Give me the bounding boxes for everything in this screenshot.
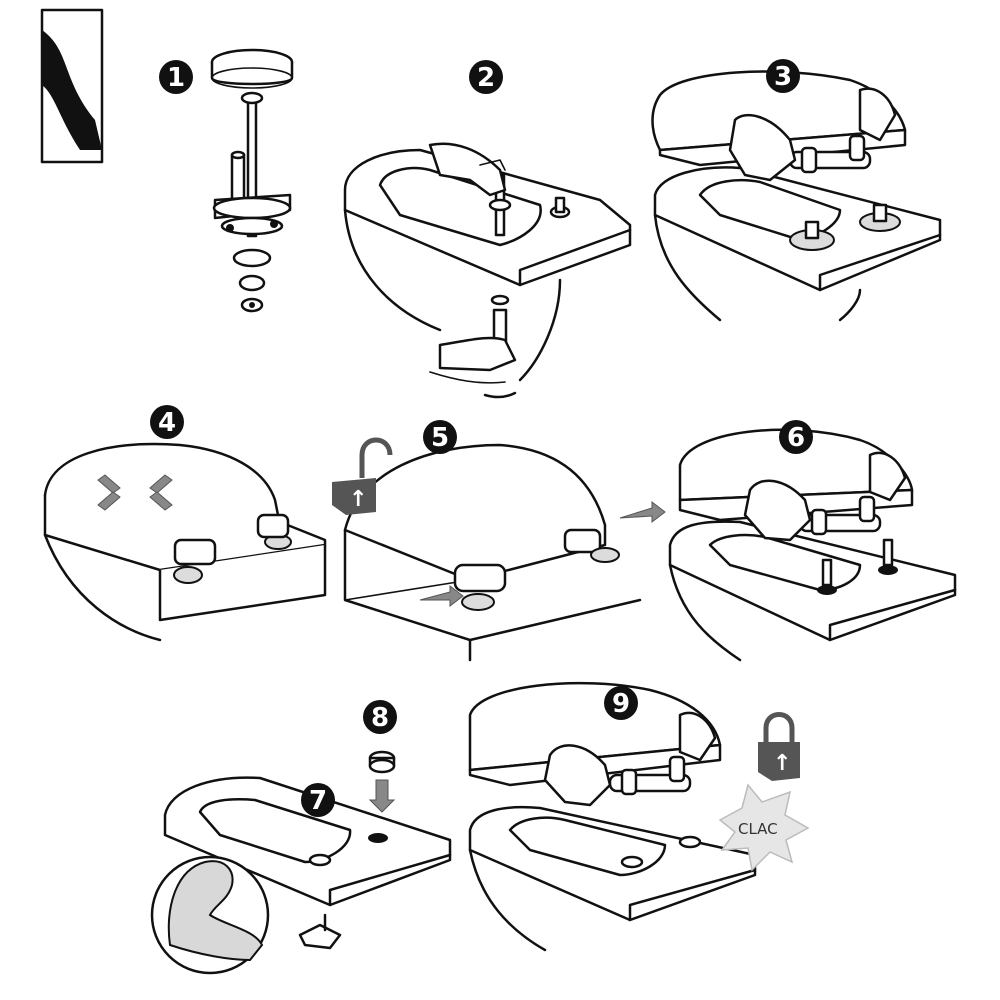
clac-label: CLAC bbox=[738, 820, 778, 838]
step-8-illustration bbox=[368, 750, 396, 813]
step-number: 6 bbox=[787, 423, 805, 453]
flexed-arm-icon bbox=[150, 855, 270, 975]
step-badge-6: 6 bbox=[779, 420, 813, 454]
step-number: 2 bbox=[477, 63, 495, 93]
padlock-closed-icon: ↑ bbox=[758, 712, 800, 781]
step-number: 8 bbox=[371, 703, 389, 733]
step-7-illustration bbox=[163, 776, 452, 950]
step-2-illustration bbox=[343, 142, 632, 399]
step-9-illustration bbox=[468, 681, 757, 952]
step-4-illustration bbox=[43, 442, 327, 642]
step-number: 1 bbox=[167, 63, 185, 93]
step-badge-9: 9 bbox=[604, 686, 638, 720]
step-badge-8: 8 bbox=[363, 700, 397, 734]
step-badge-3: 3 bbox=[766, 59, 800, 93]
padlock-open-icon: ↑ bbox=[332, 437, 393, 515]
padlock-open-label: ↑ bbox=[349, 487, 367, 512]
sound-burst: CLAC bbox=[718, 783, 810, 872]
step-number: 5 bbox=[431, 423, 449, 453]
padlock-closed-label: ↑ bbox=[773, 751, 791, 776]
step-badge-5: 5 bbox=[423, 420, 457, 454]
step-number: 9 bbox=[612, 689, 630, 719]
step-badge-1: 1 bbox=[159, 60, 193, 94]
step-5-illustration bbox=[343, 443, 666, 662]
step-3-illustration bbox=[651, 70, 942, 322]
corner-fragment bbox=[40, 8, 104, 164]
step-1-illustration bbox=[210, 48, 294, 313]
step-number: 7 bbox=[309, 786, 327, 816]
step-6-illustration bbox=[668, 428, 957, 662]
press-arrow bbox=[97, 474, 173, 511]
step-badge-7: 7 bbox=[301, 783, 335, 817]
step-badge-4: 4 bbox=[150, 405, 184, 439]
step-badge-2: 2 bbox=[469, 60, 503, 94]
step-number: 3 bbox=[774, 62, 792, 92]
step-number: 4 bbox=[158, 408, 176, 438]
